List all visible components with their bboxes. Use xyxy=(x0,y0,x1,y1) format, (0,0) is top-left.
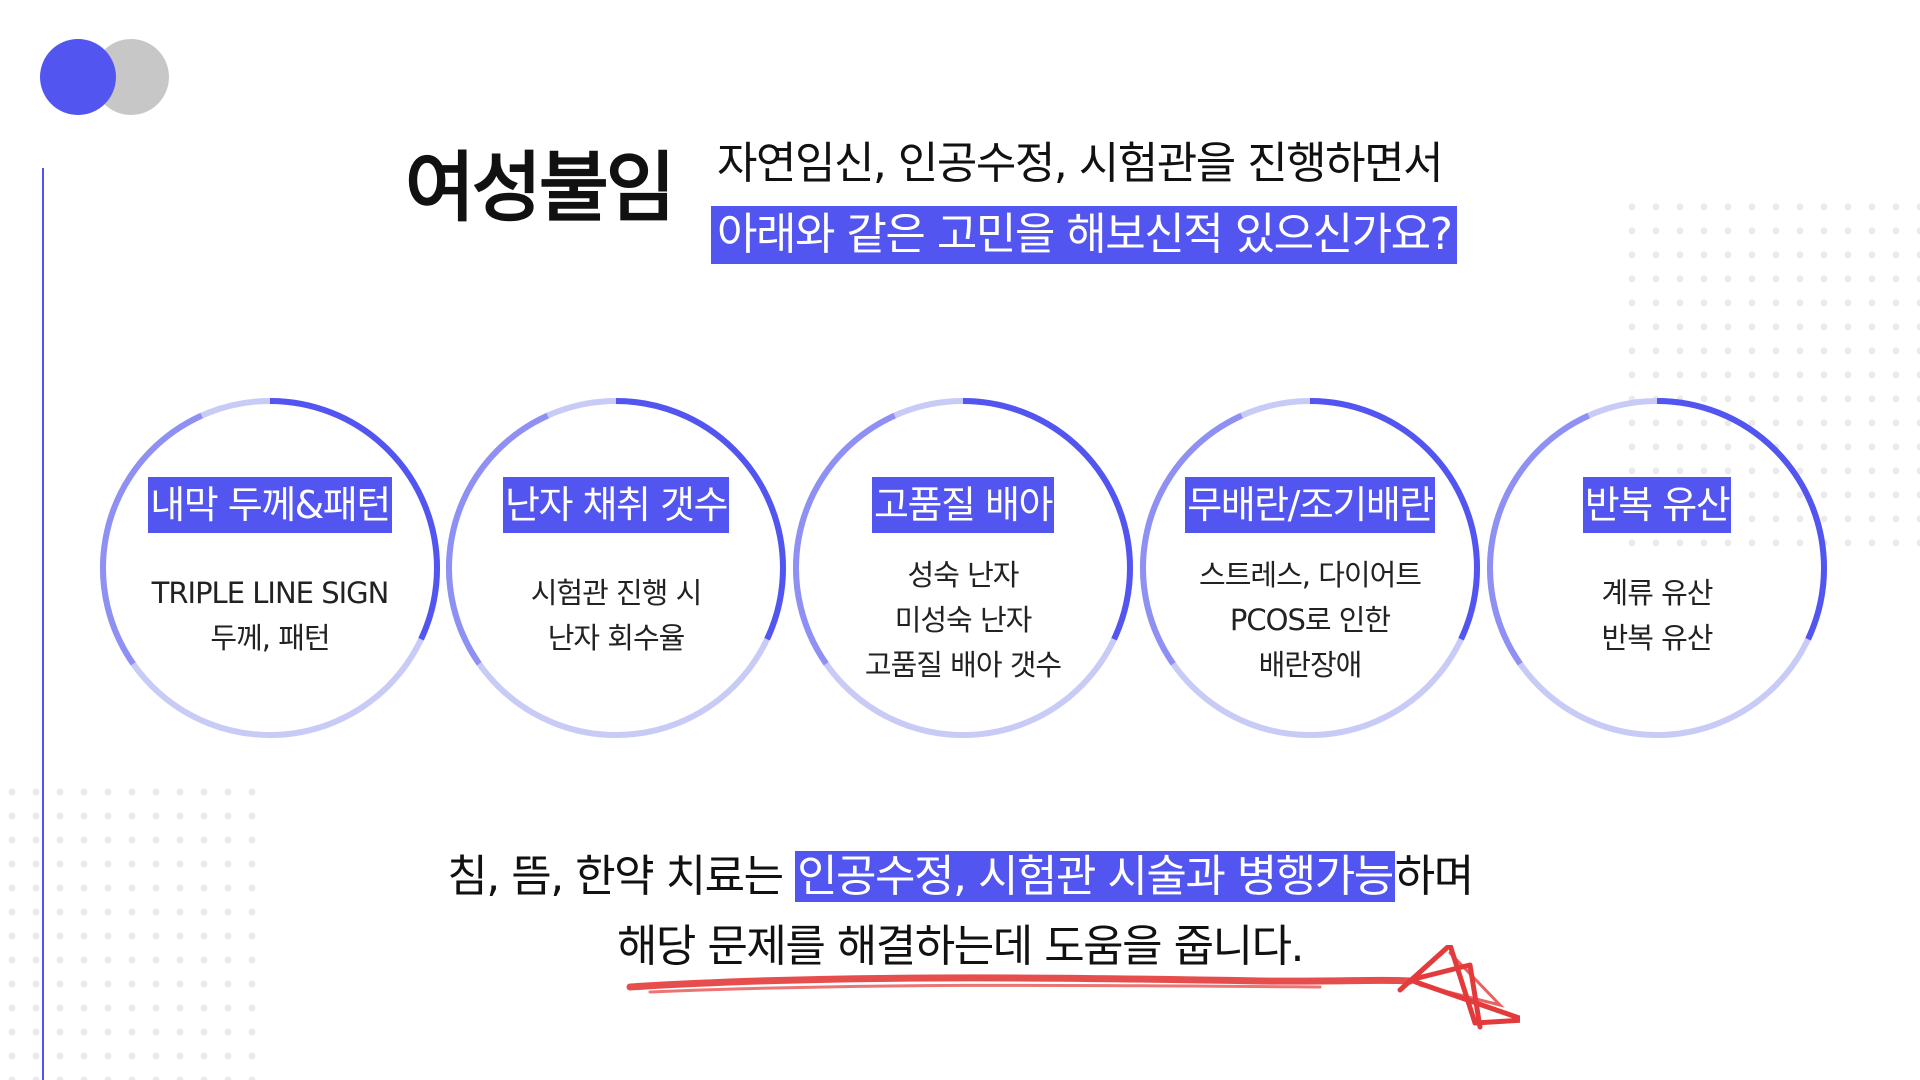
circle-title-label: 반복 유산 xyxy=(1582,477,1732,533)
circle-description-line: 계류 유산 xyxy=(1601,576,1714,610)
circle-description-line: 성숙 난자 xyxy=(907,558,1020,592)
footer-line-1-suffix: 하며 xyxy=(1394,851,1474,902)
dot-pattern-decoration xyxy=(0,780,260,1080)
circle-description-line: TRIPLE LINE SIGN xyxy=(151,576,390,610)
circle-description-line: 스트레스, 다이어트 xyxy=(1199,558,1422,592)
circle-title: 무배란/조기배란 xyxy=(1137,477,1483,533)
circle-description-line: 미성숙 난자 xyxy=(894,603,1033,637)
footer-line-1: 침, 뜸, 한약 치료는 인공수정, 시험관 시술과 병행가능하며 xyxy=(0,848,1920,906)
subtitle-line-2-highlighted: 아래와 같은 고민을 해보신적 있으신가요? xyxy=(711,206,1458,264)
circle-title: 반복 유산 xyxy=(1484,477,1830,533)
circle-title: 난자 채취 갯수 xyxy=(443,477,789,533)
circle-title-label: 고품질 배아 xyxy=(872,477,1054,533)
circle-title-label: 무배란/조기배란 xyxy=(1185,477,1435,533)
circle-description: TRIPLE LINE SIGN 두께, 패턴 xyxy=(117,571,423,661)
subtitle-line-1: 자연임신, 인공수정, 시험관을 진행하면서 xyxy=(717,138,1444,189)
logo-dot-blue xyxy=(40,39,116,115)
circle-description-line: 배란장애 xyxy=(1258,648,1363,682)
circle-ring xyxy=(793,398,1133,738)
circle-description-line: 시험관 진행 시 xyxy=(530,576,703,610)
circle-ring xyxy=(1140,398,1480,738)
circle-title-label: 내막 두께&패턴 xyxy=(148,477,392,533)
circle-description-line: PCOS로 인한 xyxy=(1229,603,1391,637)
concern-circle: 내막 두께&패턴 TRIPLE LINE SIGN 두께, 패턴 xyxy=(97,395,443,741)
footer-line-2: 해당 문제를 해결하는데 도움을 줍니다. xyxy=(616,921,1305,972)
circle-description-line: 난자 회수율 xyxy=(547,621,686,655)
circle-title: 내막 두께&패턴 xyxy=(97,477,443,533)
circle-title: 고품질 배아 xyxy=(790,477,1136,533)
circle-description-line: 반복 유산 xyxy=(1601,621,1714,655)
circle-description-line: 고품질 배아 갯수 xyxy=(864,648,1062,682)
circle-ring xyxy=(1487,398,1827,738)
footer-line-1-prefix: 침, 뜸, 한약 치료는 xyxy=(447,851,796,902)
red-underline-scribble xyxy=(626,945,1520,1030)
page-title: 여성불임 xyxy=(405,143,676,232)
footer-line-1-highlight: 인공수정, 시험관 시술과 병행가능 xyxy=(795,851,1395,902)
circle-ring xyxy=(100,398,440,738)
circle-title-label: 난자 채취 갯수 xyxy=(503,477,729,533)
circle-description-line: 두께, 패턴 xyxy=(210,621,330,655)
left-accent-rule xyxy=(42,168,44,1080)
circle-ring xyxy=(446,398,786,738)
